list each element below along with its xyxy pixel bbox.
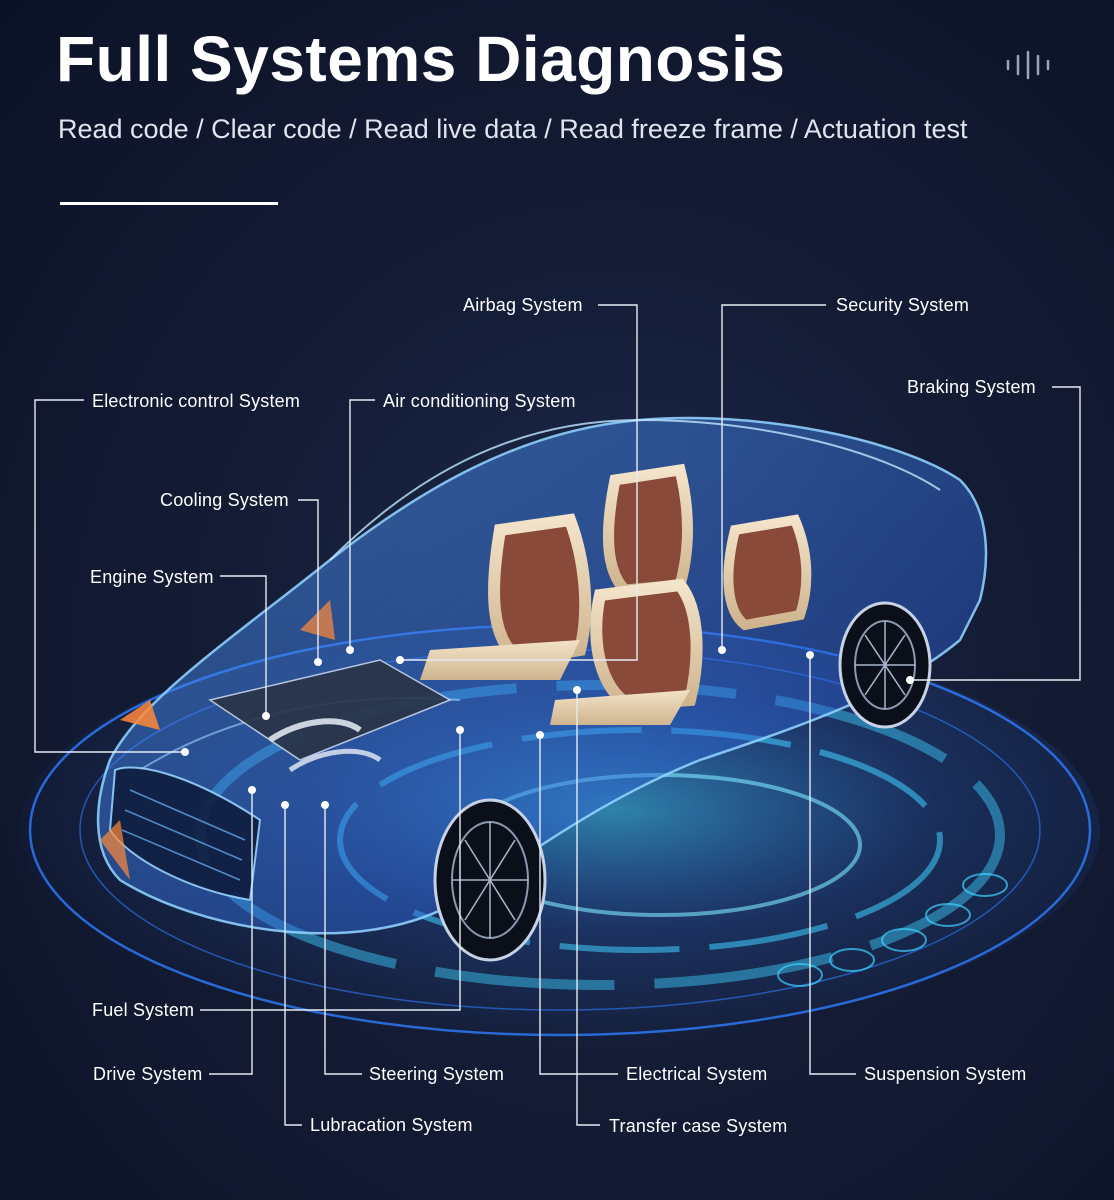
- sound-wave-icon: [1006, 50, 1050, 80]
- callout-lines: [34, 304, 1081, 1126]
- label-airbag-system: Airbag System: [463, 295, 583, 315]
- label-air-conditioning-system: Air conditioning System: [383, 391, 576, 411]
- title-underline: [60, 202, 278, 205]
- label-cooling-system: Cooling System: [160, 490, 289, 510]
- label-engine-system: Engine System: [90, 567, 214, 587]
- label-suspension-system: Suspension System: [864, 1064, 1027, 1084]
- car-wheels: [433, 601, 932, 962]
- label-braking-system: Braking System: [907, 377, 1036, 397]
- label-electronic-control-system: Electronic control System: [92, 391, 301, 411]
- label-electrical-system: Electrical System: [626, 1064, 768, 1084]
- label-steering-system: Steering System: [369, 1064, 505, 1084]
- label-drive-system: Drive System: [93, 1064, 203, 1084]
- label-security-system: Security System: [836, 295, 970, 315]
- page-title: Full Systems Diagnosis: [56, 23, 786, 95]
- callout-dots: [181, 646, 914, 809]
- page-subtitle: Read code / Clear code / Read live data …: [58, 114, 968, 144]
- label-fuel-system: Fuel System: [92, 1000, 195, 1020]
- car-seats: [420, 463, 812, 725]
- label-lubrication-system: Lubracation System: [310, 1115, 473, 1135]
- label-transfer-case-system: Transfer case System: [609, 1116, 788, 1136]
